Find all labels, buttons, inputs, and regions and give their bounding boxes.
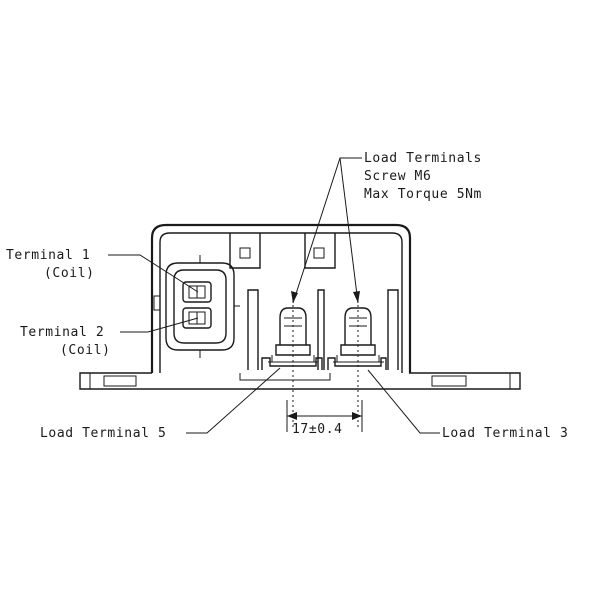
load-terminals-screw: Screw M6 (364, 169, 431, 184)
leader-load-terminal-3 (367, 369, 440, 434)
coil-connector (153, 255, 240, 358)
mounting-flange (79, 372, 521, 390)
leader-load-terminals (291, 157, 362, 304)
terminal-2-coil-label: (Coil) (60, 343, 111, 358)
terminal-2-label: Terminal 2 (20, 325, 104, 340)
load-terminals-title: Load Terminals (364, 151, 482, 166)
dimension-label: 17±0.4 (292, 422, 343, 437)
leader-terminal-2 (120, 317, 199, 333)
terminal-1-coil-label: (Coil) (44, 266, 95, 281)
load-terminal-5-label: Load Terminal 5 (40, 426, 166, 441)
terminal-1-label: Terminal 1 (6, 248, 90, 263)
dimension-callout: 17±0.4 (286, 400, 363, 437)
load-terminal-3-stud (327, 300, 387, 430)
load-terminal-5-stud (261, 300, 323, 430)
relay-housing (150, 223, 412, 381)
load-terminal-3-label: Load Terminal 3 (442, 426, 568, 441)
housing-notches (229, 233, 336, 269)
leader-load-terminal-5 (186, 367, 281, 434)
terminal-channels (247, 289, 399, 370)
leader-terminal-1 (108, 254, 199, 293)
load-terminals-torque: Max Torque 5Nm (364, 187, 482, 202)
